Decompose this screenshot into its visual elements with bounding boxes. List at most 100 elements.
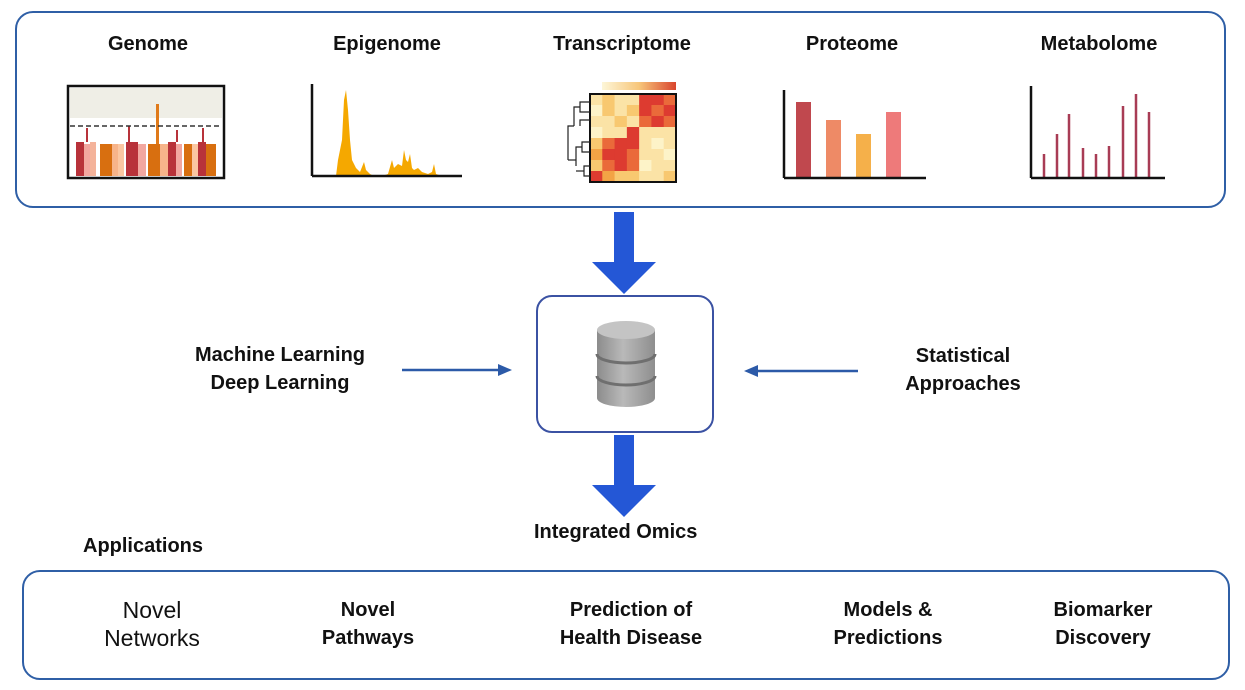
heatmap-cell bbox=[651, 138, 665, 150]
down-arrow-to-integration bbox=[590, 212, 658, 294]
genome-snp-points bbox=[86, 104, 204, 144]
heatmap-cell bbox=[651, 94, 665, 106]
heatmap-cell bbox=[663, 116, 677, 128]
genome-manhattan-plot bbox=[66, 84, 226, 180]
heatmap-cell bbox=[590, 138, 603, 150]
app-line2: Discovery bbox=[1055, 627, 1151, 649]
heatmap-cell bbox=[614, 160, 628, 172]
heatmap-cell bbox=[651, 116, 665, 128]
app-line2: Predictions bbox=[833, 627, 943, 649]
database-icon bbox=[595, 320, 657, 408]
heatmap-cell bbox=[614, 149, 628, 161]
application-health-disease-prediction: Prediction of Health Disease bbox=[521, 596, 741, 652]
applications-panel bbox=[22, 570, 1230, 680]
heatmap-cell bbox=[602, 127, 616, 139]
omic-title-epigenome: Epigenome bbox=[333, 33, 441, 55]
app-line2: Health Disease bbox=[559, 627, 703, 649]
proteome-bar-chart bbox=[780, 84, 930, 182]
heatmap-cell bbox=[639, 116, 652, 128]
heatmap-cell bbox=[602, 116, 616, 128]
heatmap-cell bbox=[663, 105, 677, 117]
app-line1: Models & bbox=[843, 599, 933, 621]
heatmap-cell bbox=[590, 116, 603, 128]
heatmap-cell bbox=[663, 160, 677, 172]
app-line1: Prediction of bbox=[569, 599, 693, 621]
heatmap-cell bbox=[602, 105, 616, 117]
heatmap-cells bbox=[590, 94, 677, 183]
epigenome-peak-plot bbox=[308, 80, 464, 180]
heatmap-cell bbox=[590, 171, 603, 183]
heatmap-cell bbox=[651, 127, 665, 139]
heatmap-cell bbox=[651, 160, 665, 172]
statistical-approaches-label: Statistical Approaches bbox=[868, 342, 1058, 398]
app-line1: Novel bbox=[122, 597, 182, 623]
omic-title-metabolome: Metabolome bbox=[1040, 33, 1158, 55]
heatmap-cell bbox=[663, 138, 677, 150]
heatmap-cell bbox=[651, 105, 665, 117]
down-arrow-to-outcome bbox=[590, 435, 658, 517]
ml-label: Machine Learning bbox=[194, 344, 366, 366]
heatmap-cell bbox=[651, 171, 665, 183]
heatmap-color-scale bbox=[602, 82, 676, 90]
genome-bars bbox=[76, 142, 216, 176]
metabolome-spectrum-plot bbox=[1028, 84, 1168, 182]
omic-title-transcriptome: Transcriptome bbox=[553, 33, 691, 55]
app-line1: Novel bbox=[340, 599, 396, 621]
heatmap-cell bbox=[626, 94, 640, 106]
statistical-label: Statistical bbox=[915, 345, 1011, 367]
app-line1: Biomarker bbox=[1053, 599, 1153, 621]
heatmap-cell bbox=[602, 171, 616, 183]
heatmap-cell bbox=[590, 94, 603, 106]
app-line2: Networks bbox=[104, 625, 200, 651]
heatmap-cell bbox=[663, 94, 677, 106]
heatmap-cell bbox=[602, 160, 616, 172]
heatmap-cell bbox=[602, 94, 616, 106]
dl-label: Deep Learning bbox=[210, 372, 350, 394]
integrated-omics-label: Integrated Omics bbox=[534, 521, 698, 543]
heatmap-cell bbox=[663, 149, 677, 161]
heatmap-cell bbox=[626, 105, 640, 117]
heatmap-cell bbox=[614, 138, 628, 150]
heatmap-cell bbox=[590, 149, 603, 161]
heatmap-cell bbox=[614, 116, 628, 128]
heatmap-cell bbox=[639, 171, 652, 183]
heatmap-cell bbox=[626, 138, 640, 150]
application-novel-networks: Novel Networks bbox=[42, 596, 262, 652]
heatmap-cell bbox=[602, 149, 616, 161]
heatmap-cell bbox=[626, 116, 640, 128]
left-arrow-from-statistics bbox=[742, 363, 860, 379]
heatmap-cell bbox=[639, 160, 652, 172]
heatmap-cell bbox=[626, 149, 640, 161]
omic-title-genome: Genome bbox=[107, 33, 189, 55]
heatmap-cell bbox=[614, 127, 628, 139]
application-novel-pathways: Novel Pathways bbox=[258, 596, 478, 652]
heatmap-dendrogram bbox=[567, 101, 590, 177]
heatmap-cell bbox=[602, 138, 616, 150]
applications-heading: Applications bbox=[83, 535, 204, 557]
heatmap-cell bbox=[639, 105, 652, 117]
heatmap-cell bbox=[663, 171, 677, 183]
heatmap-cell bbox=[639, 127, 652, 139]
omic-title-proteome: Proteome bbox=[805, 33, 899, 55]
application-models-predictions: Models & Predictions bbox=[778, 596, 998, 652]
app-line2: Pathways bbox=[321, 627, 415, 649]
heatmap-cell bbox=[614, 94, 628, 106]
heatmap-cell bbox=[626, 160, 640, 172]
application-biomarker-discovery: Biomarker Discovery bbox=[993, 596, 1213, 652]
heatmap-cell bbox=[590, 160, 603, 172]
approaches-label: Approaches bbox=[905, 373, 1021, 395]
heatmap-cell bbox=[663, 127, 677, 139]
transcriptome-heatmap bbox=[560, 80, 680, 184]
heatmap-cell bbox=[614, 171, 628, 183]
heatmap-cell bbox=[626, 171, 640, 183]
heatmap-cell bbox=[639, 94, 652, 106]
right-arrow-from-ml bbox=[400, 362, 514, 378]
heatmap-cell bbox=[639, 149, 652, 161]
heatmap-cell bbox=[626, 127, 640, 139]
heatmap-cell bbox=[590, 105, 603, 117]
heatmap-cell bbox=[614, 105, 628, 117]
heatmap-cell bbox=[639, 138, 652, 150]
ml-dl-label: Machine Learning Deep Learning bbox=[170, 341, 390, 397]
heatmap-cell bbox=[651, 149, 665, 161]
heatmap-cell bbox=[590, 127, 603, 139]
